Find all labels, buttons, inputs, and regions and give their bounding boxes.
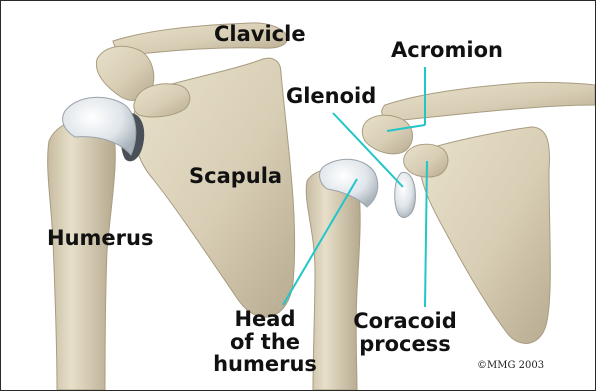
label-clavicle: Clavicle (214, 23, 306, 46)
label-glenoid: Glenoid (286, 85, 376, 108)
label-acromion: Acromion (391, 39, 503, 62)
copyright-notice: ©MMG 2003 (477, 360, 544, 371)
coracoid-right-shape (404, 144, 448, 177)
label-humerus: Humerus (47, 227, 153, 250)
humerus-left-shaft (48, 119, 116, 390)
clavicle-right-shape (382, 82, 595, 121)
acromion-right-shape (362, 115, 412, 154)
label-scapula: Scapula (189, 165, 282, 188)
glenoid-right-shape (395, 172, 416, 217)
label-head-of-humerus: Head of the humerus (213, 308, 317, 376)
label-coracoid-process: Coracoid process (347, 310, 463, 355)
